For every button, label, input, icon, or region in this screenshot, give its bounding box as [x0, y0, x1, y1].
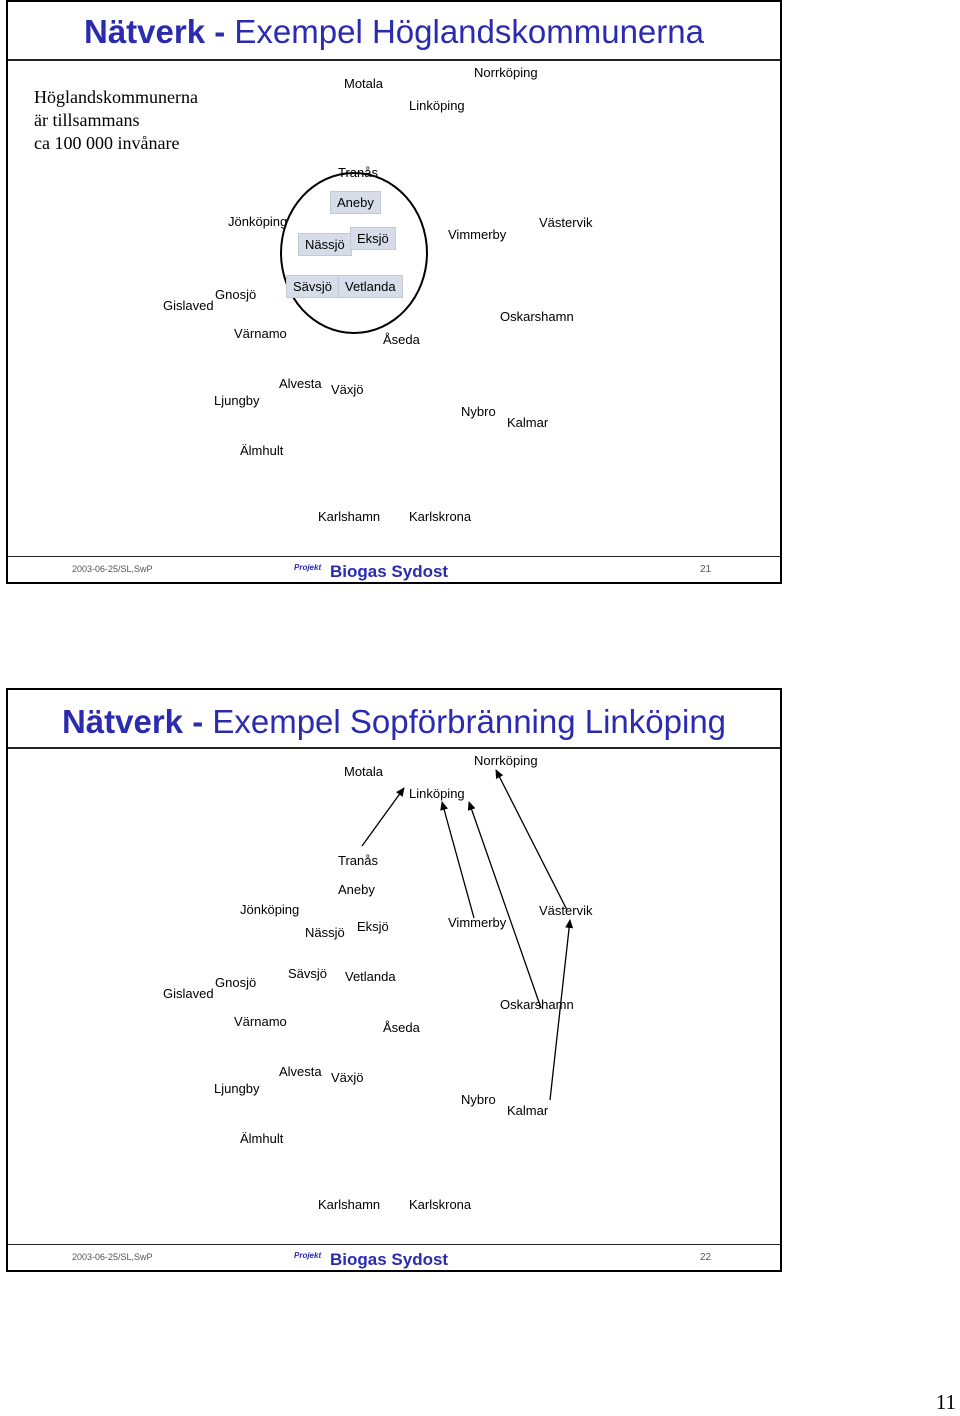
city-ljungby: Ljungby — [214, 393, 260, 408]
title-rest: Exempel Sopförbränning Linköping — [203, 703, 727, 740]
city-vastervik: Västervik — [539, 215, 593, 230]
city-nassjo: Nässjö — [298, 233, 352, 256]
city-motala: Motala — [344, 76, 384, 91]
footer-brand: Biogas Sydost — [330, 1250, 449, 1269]
arrow-vastervik-norrkoping — [495, 769, 568, 911]
city-norrkoping: Norrköping — [474, 753, 538, 768]
footer-project-tag: Projekt — [294, 563, 322, 572]
city-vaxjo: Växjö — [331, 1070, 364, 1085]
city-norrkoping: Norrköping — [474, 65, 538, 80]
title-rule — [8, 59, 780, 61]
city-jonkoping: Jönköping — [240, 902, 300, 917]
title-rest: Exempel Höglandskommunerna — [225, 13, 704, 50]
arrow-kalmar-vastervik — [549, 919, 574, 1101]
city-aseda: Åseda — [383, 1020, 420, 1035]
footer-rule — [8, 1244, 780, 1245]
footer-brand: Biogas Sydost — [330, 562, 449, 581]
city-linkoping: Linköping — [409, 98, 465, 113]
slide-title: Nätverk - Exempel Sopförbränning Linköpi… — [8, 702, 780, 742]
city-savsjo: Sävsjö — [286, 275, 340, 298]
city-savsjo: Sävsjö — [288, 966, 328, 981]
title-rule — [8, 747, 780, 749]
city-gislaved: Gislaved — [163, 298, 214, 313]
population-note: Höglandskommunerna är tillsammans ca 100… — [34, 86, 198, 155]
city-linkoping: Linköping — [409, 786, 465, 801]
city-almhult: Älmhult — [240, 1131, 284, 1146]
city-aneby: Aneby — [338, 882, 375, 897]
city-tranas: Tranås — [338, 165, 378, 180]
city-vaxjo: Växjö — [331, 382, 364, 397]
slide-number: 21 — [700, 564, 712, 575]
city-vastervik: Västervik — [539, 903, 593, 918]
city-gislaved: Gislaved — [163, 986, 214, 1001]
city-gnosjo: Gnosjö — [215, 287, 257, 302]
city-almhult: Älmhult — [240, 443, 284, 458]
slide-22: Nätverk - Exempel Sopförbränning Linköpi… — [6, 688, 782, 1272]
footer-rule — [8, 556, 780, 557]
city-aseda: Åseda — [383, 332, 420, 347]
city-kalmar: Kalmar — [507, 1103, 549, 1118]
city-eksjo: Eksjö — [350, 227, 396, 250]
city-nybro: Nybro — [461, 404, 496, 419]
note-line: ca 100 000 invånare — [34, 133, 180, 153]
city-varnamo: Värnamo — [234, 1014, 287, 1029]
note-line: är tillsammans — [34, 110, 140, 130]
city-eksjo: Eksjö — [357, 919, 389, 934]
transport-arrows — [361, 769, 574, 1101]
city-nassjo: Nässjö — [305, 925, 345, 940]
city-varnamo: Värnamo — [234, 326, 287, 341]
note-line: Höglandskommunerna — [34, 87, 198, 107]
city-alvesta: Alvesta — [279, 376, 322, 391]
city-vimmerby: Vimmerby — [448, 227, 507, 242]
city-oskarshamn: Oskarshamn — [500, 309, 574, 324]
city-vetlanda: Vetlanda — [345, 969, 396, 984]
arrow-vimmerby-linkoping — [440, 801, 475, 919]
city-vetlanda: Vetlanda — [338, 275, 403, 298]
city-jonkoping: Jönköping — [228, 214, 288, 229]
footer-date: 2003-06-25/SL,SwP — [72, 1252, 153, 1262]
city-tranas: Tranås — [338, 853, 378, 868]
city-kalmar: Kalmar — [507, 415, 549, 430]
city-nybro: Nybro — [461, 1092, 496, 1107]
city-gnosjo: Gnosjö — [215, 975, 257, 990]
footer-date: 2003-06-25/SL,SwP — [72, 564, 153, 574]
city-motala: Motala — [344, 764, 384, 779]
slide-21: Nätverk - Exempel Höglandskommunerna Hög… — [6, 0, 782, 584]
arrow-tranas-motala — [361, 787, 405, 847]
slide-number: 22 — [700, 1252, 712, 1263]
city-oskarshamn: Oskarshamn — [500, 997, 574, 1012]
city-karlskrona: Karlskrona — [409, 509, 472, 524]
city-vimmerby: Vimmerby — [448, 915, 507, 930]
footer-project-tag: Projekt — [294, 1251, 322, 1260]
page-number: 11 — [935, 1390, 956, 1414]
arrow-oskarshamn-linkoping — [467, 801, 542, 1009]
title-bold: Nätverk - — [61, 703, 204, 740]
city-karlshamn: Karlshamn — [318, 1197, 381, 1212]
city-karlskrona: Karlskrona — [409, 1197, 472, 1212]
hoglandet-circle — [280, 172, 428, 334]
city-karlshamn: Karlshamn — [318, 509, 381, 524]
city-aneby: Aneby — [330, 191, 381, 214]
city-alvesta: Alvesta — [279, 1064, 322, 1079]
slide-title: Nätverk - Exempel Höglandskommunerna — [8, 12, 780, 52]
city-ljungby: Ljungby — [214, 1081, 260, 1096]
title-bold: Nätverk - — [84, 13, 226, 50]
